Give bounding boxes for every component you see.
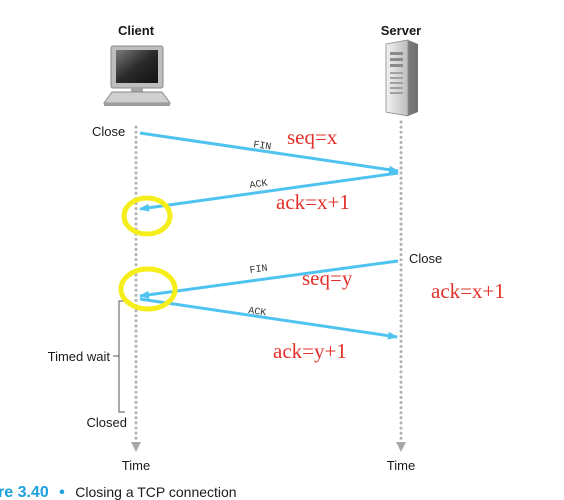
timed-wait-bracket [118,300,125,413]
fin-label-2: FIN [249,264,268,277]
server-timeline-arrowhead [396,442,406,452]
server-tower-icon [385,39,418,117]
client-header: Client [118,23,155,38]
ack-message-arrow-2 [139,297,398,340]
timed-wait-label: Timed wait [48,349,111,364]
ack-y1-annotation: ack=y+1 [273,339,347,363]
fin-label-1: FIN [252,140,271,153]
ack-x1-annotation-left: ack=x+1 [276,190,350,214]
client-time-label: Time [122,458,150,473]
caption-bullet: • [59,484,65,500]
ack-label-1: ACK [249,179,268,192]
seq-x-annotation: seq=x [287,125,338,149]
client-computer-icon [103,45,171,106]
figure-caption: re 3.40 • Closing a TCP connection [0,484,237,500]
highlight-circle-1 [121,195,173,237]
client-closed-label: Closed [87,415,127,430]
highlight-circle-2 [118,266,178,312]
server-time-label: Time [387,458,415,473]
client-close-label: Close [92,124,125,139]
server-header: Server [381,23,421,38]
server-close-label: Close [409,251,442,266]
fin-message-arrow-2 [139,259,399,299]
ack-message-arrow-1 [139,171,399,212]
caption-figure-number: re 3.40 [0,484,49,500]
fin-message-arrow-1 [139,131,399,174]
ack-x1-annotation-right: ack=x+1 [431,279,505,303]
ack-label-2: ACK [247,306,266,319]
client-timeline-arrowhead [131,442,141,452]
caption-text: Closing a TCP connection [75,484,236,500]
seq-y-annotation: seq=y [302,266,353,290]
